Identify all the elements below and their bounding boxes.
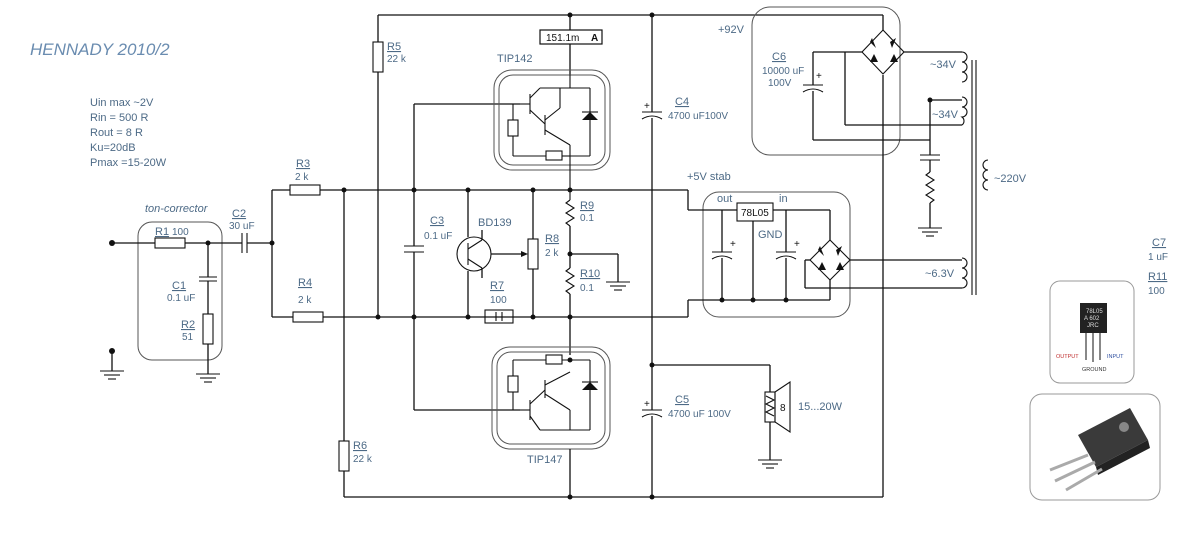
r9-ref: R9 [580,200,594,212]
reg-bridge-rectifier [809,239,851,281]
schematic-title: HENNADY 2010/2 [30,40,170,59]
svg-text:+: + [644,399,650,410]
r4-value: 2 k [298,295,312,306]
r4-ref: R4 [298,277,312,289]
ammeter-display [539,29,603,45]
reg-output-label: OUTPUT [1056,354,1079,360]
c2-value: 30 uF [229,221,255,232]
tip142-label: TIP142 [497,53,532,65]
c5-ref: C5 [675,394,689,406]
r3-ref: R3 [296,158,310,170]
r11-ref: R11 [1148,271,1167,283]
speaker-impedance: 8 [780,403,786,414]
c3-ref: C3 [430,215,444,227]
c7-ref: C7 [1152,237,1166,249]
main-psu-box [751,6,901,156]
c4-value: 4700 uF100V [668,111,728,122]
r6-resistor [338,440,350,472]
speaker-power: 15...20W [798,401,843,413]
r1-ref: R1 [155,226,169,238]
r1-value: 100 [172,227,189,238]
svg-text:+: + [816,71,822,82]
r3-resistor [289,184,321,196]
r10-resistor [564,267,576,295]
transformer-secondary-1 [961,51,968,83]
c6-ref: C6 [772,51,786,63]
r10-ref: R10 [580,268,600,280]
reg-psu-box [702,191,851,318]
spec-uin: Uin max ~2V [90,97,154,109]
r8-ref: R8 [545,233,559,245]
r5-value: 22 k [387,54,407,65]
reg-brand: JRC [1087,323,1099,329]
r6-value: 22 k [353,454,373,465]
r5-ref: R5 [387,41,401,53]
c3-value: 0.1 uF [424,231,452,242]
c4-ref: C4 [675,96,689,108]
r6-ref: R6 [353,440,367,452]
c6-value: 10000 uF [762,66,804,77]
ammeter-unit: A [591,33,598,44]
reg-in-label: in [779,193,788,205]
r9-resistor [564,199,576,227]
main-bridge-rectifier [861,29,905,75]
svg-text:+: + [794,239,800,250]
tip147-label: TIP147 [527,454,562,466]
c5-value: 4700 uF 100V [668,409,731,420]
spec-ku: Ku=20dB [90,142,136,154]
rail-plus5: +5V stab [687,171,731,183]
r7-value: 100 [490,295,507,306]
ton-corrector-label: ton-corrector [145,203,209,215]
rail-plus92: +92V [718,24,745,36]
r2-ref: R2 [181,319,195,331]
svg-text:+: + [730,239,736,250]
reg-package [1080,303,1107,333]
r11-value: 100 [1148,286,1165,297]
rail-ac63: ~6.3V [925,268,955,280]
r2-value: 51 [182,332,194,343]
spec-pmax: Pmax =15-20W [90,157,167,169]
tip147-box [491,346,611,450]
reg-ground-label: GROUND [1082,367,1106,373]
to247-transistor-photo [1049,408,1150,492]
r4-resistor [292,311,324,323]
reg-marking-2: A 602 [1084,316,1100,322]
reg-input-label: INPUT [1107,354,1124,360]
c1-value: 0.1 uF [167,293,195,304]
c7-value: 1 uF [1148,252,1168,263]
r1-resistor [154,237,186,249]
r3-value: 2 k [295,172,309,183]
r7-resistor [484,309,514,324]
rail-ac220: ~220V [994,173,1027,185]
svg-text:+: + [644,101,650,112]
r7-ref: R7 [490,280,504,292]
reg-marking-1: 78L05 [1086,309,1103,315]
reg-78l05 [736,202,774,222]
transformer-primary [982,159,989,191]
c2-ref: C2 [232,208,246,220]
c6-voltage: 100V [768,78,792,89]
r10-value: 0.1 [580,283,594,294]
bd139-label: BD139 [478,217,512,229]
r9-value: 0.1 [580,213,594,224]
r8-value: 2 k [545,248,559,259]
r5-resistor [372,41,384,73]
r8-potentiometer [527,238,539,270]
reg-out-label: out [717,193,732,205]
rail-ac34b: ~34V [932,109,959,121]
c1-ref: C1 [172,280,186,292]
reg-label: 78L05 [741,208,769,219]
spec-rout: Rout = 8 R [90,127,143,139]
ton-corrector-box [137,221,223,361]
bd139-transistor [456,236,492,272]
ammeter-value: 151.1m [546,33,579,44]
r2-resistor [202,313,214,345]
tip142-box [493,69,611,171]
rail-ac34a: ~34V [930,59,957,71]
spec-rin: Rin = 500 R [90,112,148,124]
reg-gnd-label: GND [758,229,783,241]
